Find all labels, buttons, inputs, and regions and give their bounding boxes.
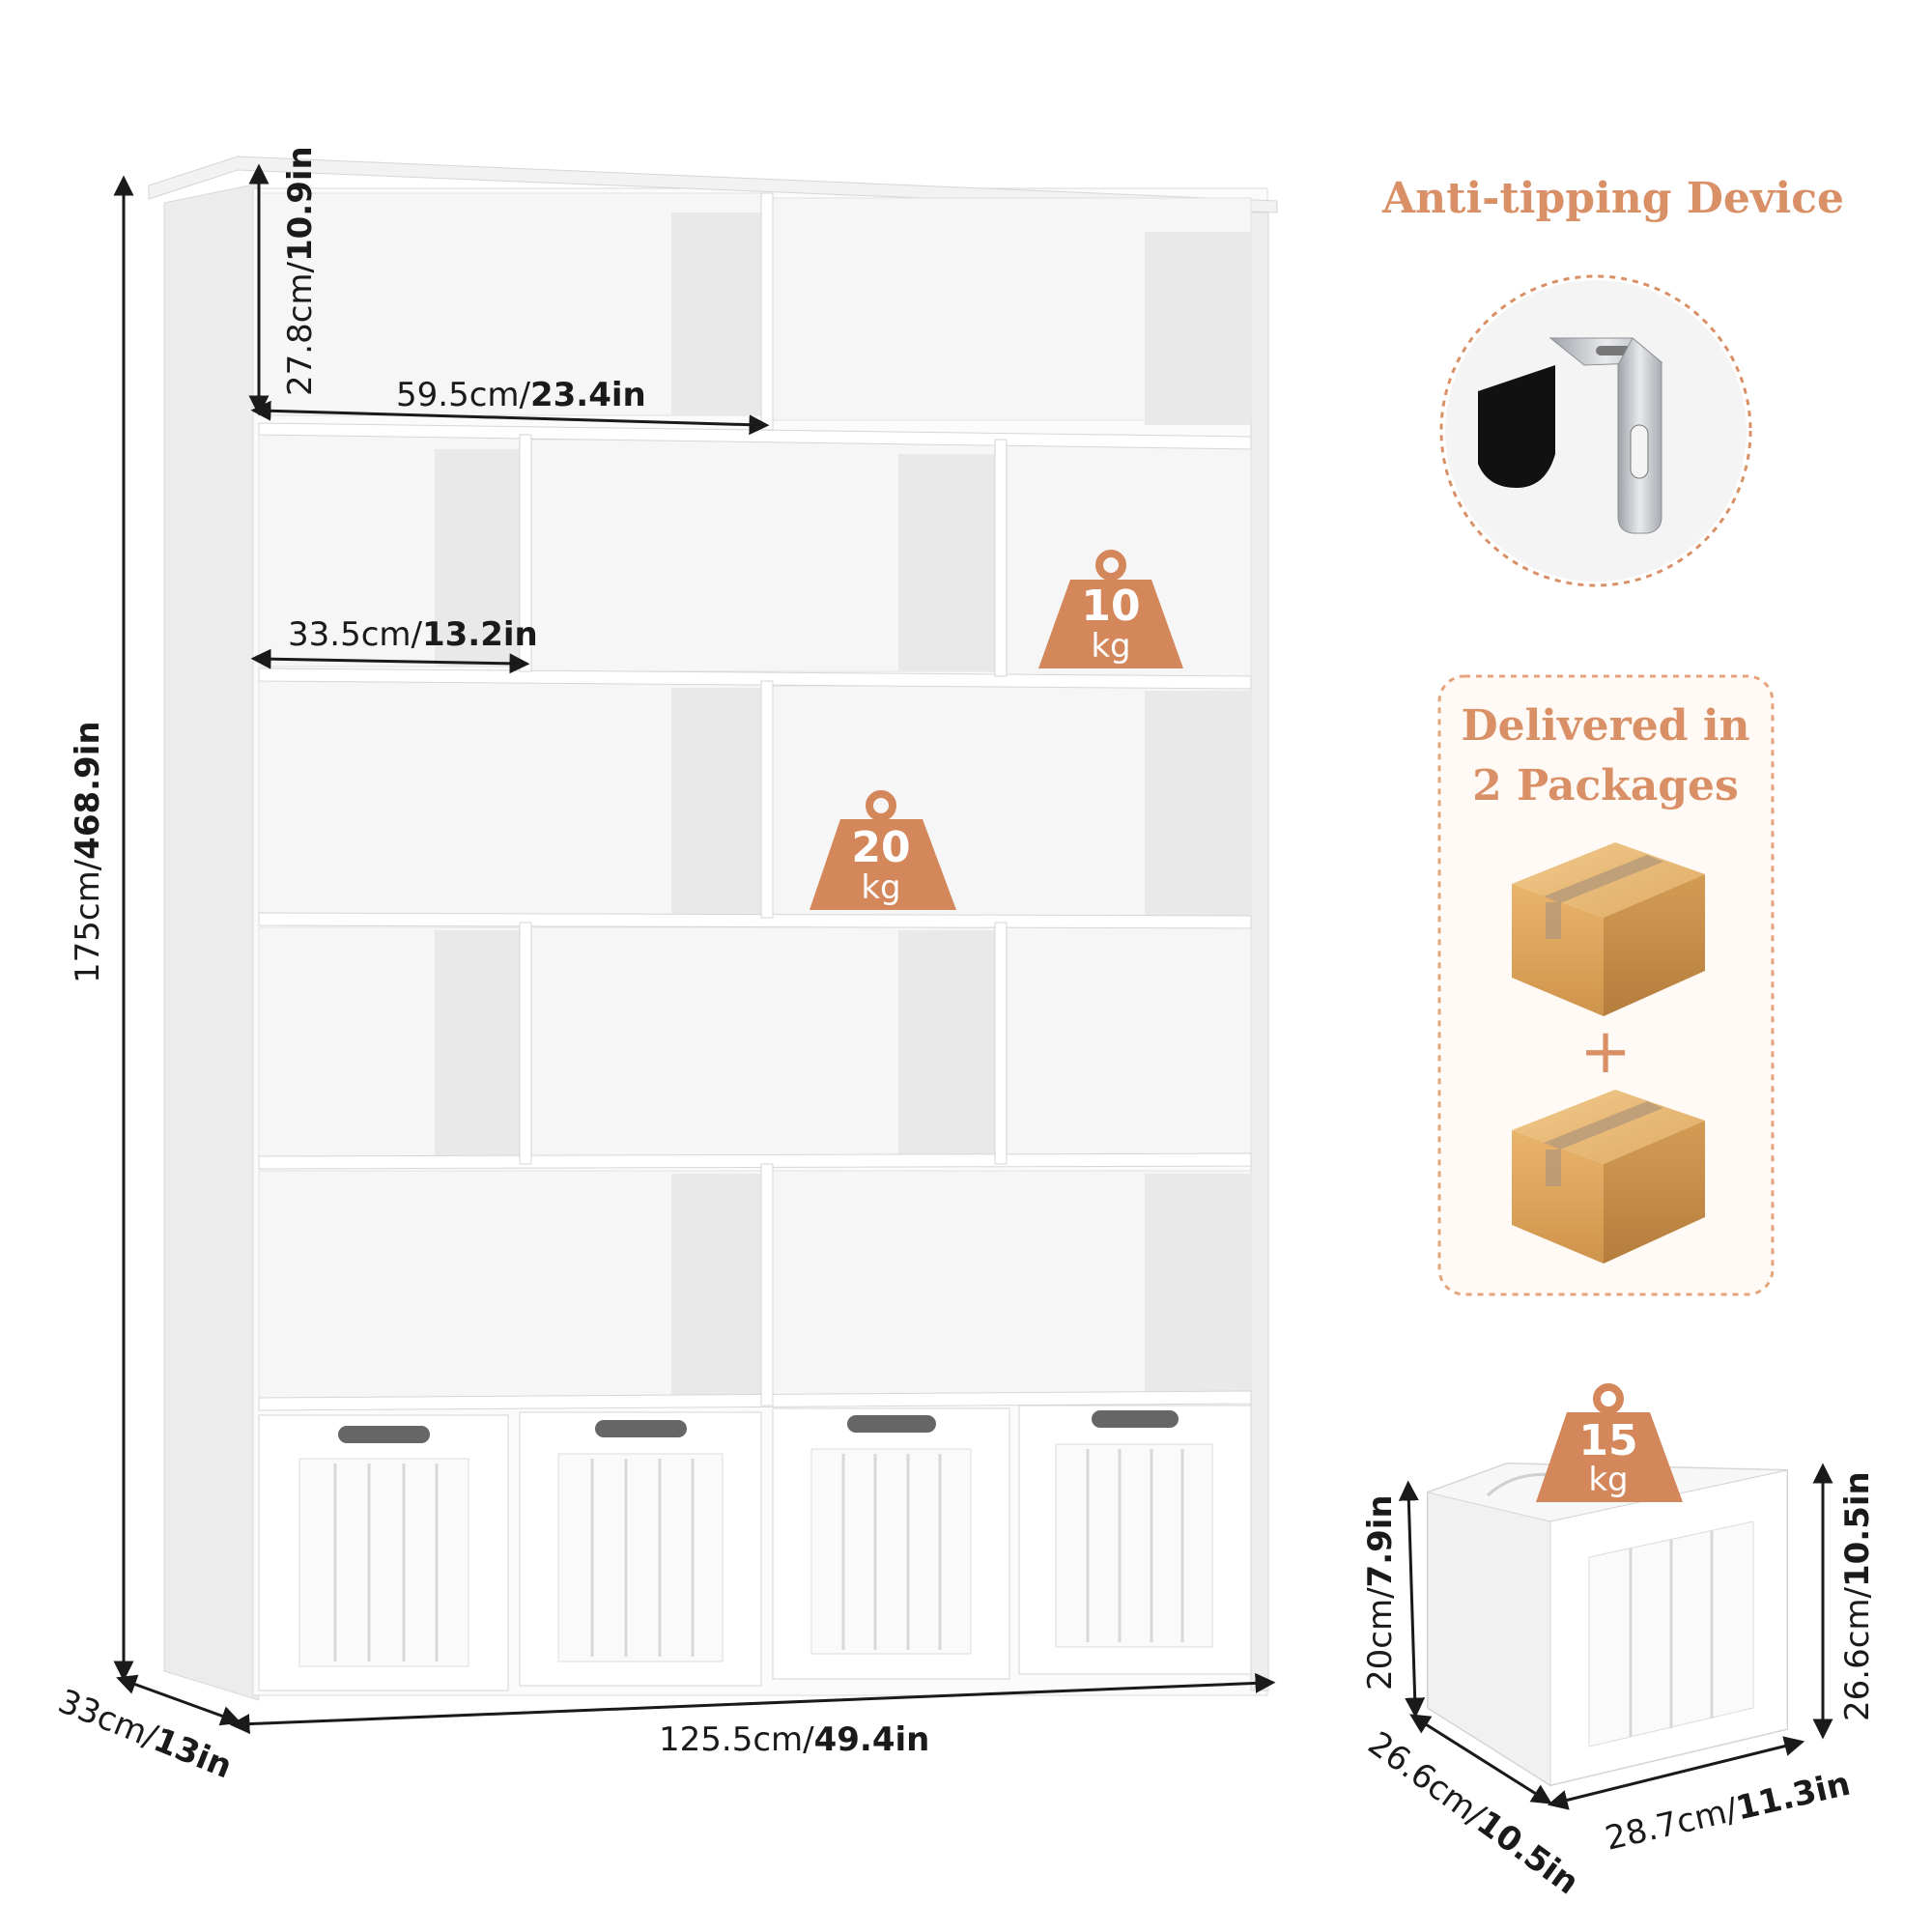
dim-total-height: 175cm/468.9in (69, 721, 107, 983)
weight-value: 20 (851, 823, 910, 872)
dim-cube-width: 33.5cm/13.2in (288, 615, 538, 654)
package-box-icon (1512, 1090, 1705, 1264)
bin-dimension-lines (1398, 1463, 1833, 1810)
weight-badge-20: 20 kg (810, 790, 956, 910)
bin-3 (772, 1407, 1010, 1680)
storage-bin-detail: 15 kg (1426, 1383, 1788, 1787)
bin-1 (258, 1414, 509, 1691)
weight-value: 15 (1578, 1416, 1637, 1465)
dim-bin-width: 28.7cm/11.3in (1602, 1765, 1854, 1859)
anti-tipping-title: Anti-tipping Device (1381, 174, 1844, 223)
anti-tipping-device-illustration (1439, 274, 1752, 587)
weight-unit: kg (861, 868, 900, 907)
weight-badge-15: 15 kg (1536, 1383, 1683, 1502)
weight-badge-10: 10 kg (1038, 550, 1183, 668)
dim-half-width: 59.5cm/23.4in (396, 376, 646, 414)
packages-line-2: 2 Packages (1472, 761, 1739, 810)
bin-2 (519, 1411, 762, 1687)
dim-top-shelf-height: 27.8cm/10.9in (281, 146, 320, 396)
packages-panel: Delivered in 2 Packages + (1437, 674, 1775, 1296)
package-box-icon (1512, 842, 1705, 1016)
dim-total-width: 125.5cm/49.4in (659, 1720, 929, 1759)
plus-sign: + (1579, 1016, 1632, 1088)
dim-bin-inner-height: 20cm/7.9in (1361, 1494, 1400, 1690)
dimension-lines (113, 163, 1276, 1735)
dim-bin-outer-height: 26.6cm/10.5in (1838, 1471, 1877, 1721)
packages-line-1: Delivered in (1461, 701, 1749, 751)
bin-4 (1018, 1405, 1252, 1675)
weight-unit: kg (1091, 627, 1130, 666)
dim-depth: 33cm/13in (53, 1682, 238, 1786)
storage-bins (258, 1405, 1252, 1691)
weight-value: 10 (1081, 582, 1140, 631)
weight-unit: kg (1588, 1461, 1628, 1499)
